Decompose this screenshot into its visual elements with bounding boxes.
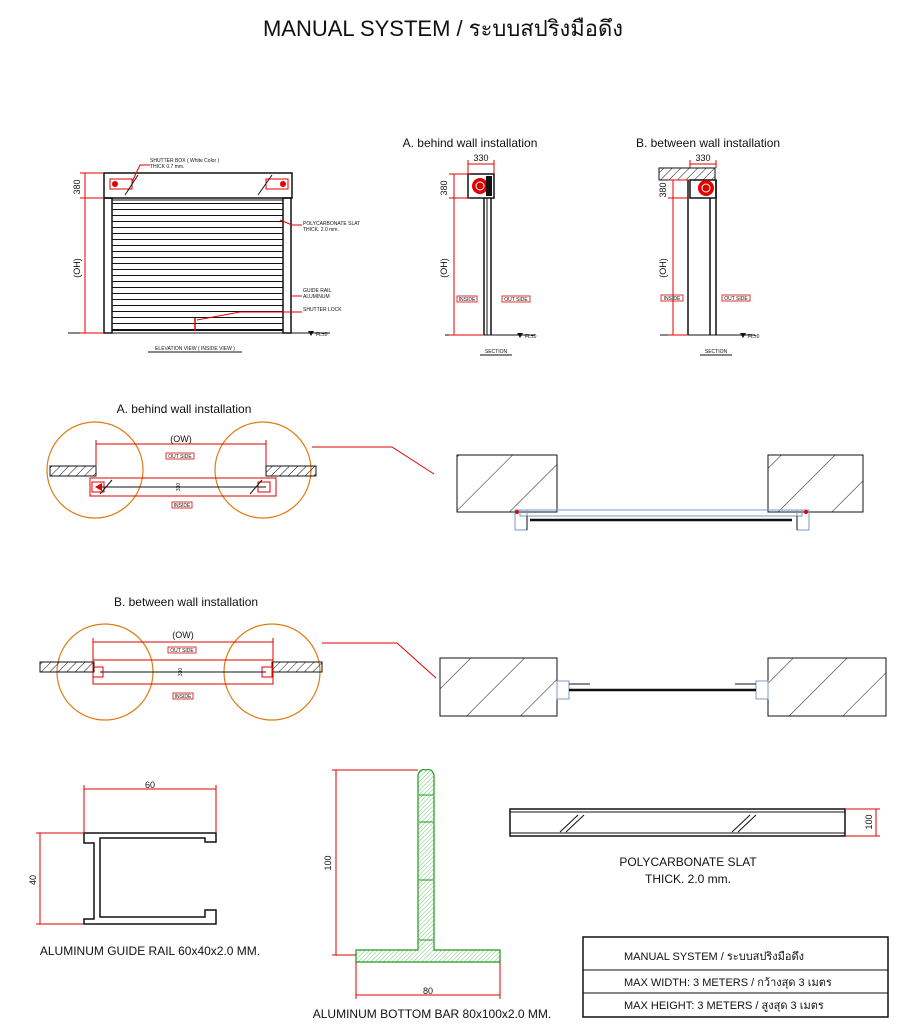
- shutter-box-label: SHUTTER BOX ( White Color ): [150, 158, 220, 164]
- shutter-lock-label: SHUTTER LOCK: [303, 307, 342, 313]
- bottom-bar-dim-80: 80: [423, 986, 433, 996]
- elevation-floor-label: FL±0: [316, 332, 328, 338]
- spec-table: MANUAL SYSTEM / ระบบสปริงมือดึง MAX WIDT…: [582, 936, 889, 1018]
- guide-rail-dim-60: 60: [145, 780, 155, 790]
- plan-b: B. between wall installation (OW) OUT SI…: [39, 595, 887, 721]
- plan-b-heading: B. between wall installation: [114, 595, 258, 609]
- guide-rail-label: GUIDE RAIL: [303, 288, 332, 294]
- section-b-inside: INSIDE: [664, 296, 681, 302]
- plan-b-ow: (OW): [172, 630, 194, 640]
- section-a-outside: OUT SIDE: [504, 297, 528, 303]
- section-b-outside: OUT SIDE: [724, 296, 748, 302]
- section-a-heading: A. behind wall installation: [403, 136, 538, 150]
- section-b-floor: FL±0: [748, 334, 760, 340]
- section-b-dim-330: 330: [695, 153, 710, 163]
- section-a-inside: INSIDE: [459, 297, 476, 303]
- slat-profile: 100 POLYCARBONATE SLAT THICK. 2.0 mm.: [509, 808, 880, 886]
- slat-caption-1: POLYCARBONATE SLAT: [619, 855, 757, 869]
- plan-b-inside: INSIDE: [175, 694, 192, 700]
- guide-rail-dim-40: 40: [28, 875, 38, 885]
- section-a-dim-330: 330: [473, 153, 488, 163]
- bottom-bar-profile: 100 80 ALUMINUM BOTTOM BAR 80x100x2.0 MM…: [313, 768, 552, 1021]
- section-b-dim-380: 380: [658, 182, 668, 197]
- section-b: B. between wall installation FL±0 330 38…: [636, 136, 780, 356]
- elevation-caption: ELEVATION VIEW ( INSIDE VIEW ): [155, 346, 235, 352]
- elevation-view: 380 (OH) SHUTTER BOX ( White Color ) THI…: [68, 158, 360, 353]
- spec-row-height: MAX HEIGHT: 3 METERS / สูงสุด 3 เมตร: [624, 1000, 824, 1012]
- bottom-bar-dim-100: 100: [323, 855, 333, 870]
- spec-row-system: MANUAL SYSTEM / ระบบสปริงมือดึง: [624, 950, 804, 963]
- plan-a-heading: A. behind wall installation: [117, 402, 252, 416]
- spec-row-width: MAX WIDTH: 3 METERS / กว้างสุด 3 เมตร: [624, 977, 832, 989]
- slat-caption-2: THICK. 2.0 mm.: [645, 872, 731, 886]
- plan-b-outside: OUT SIDE: [170, 648, 194, 654]
- elevation-dim-380: 380: [72, 179, 82, 194]
- guide-rail-caption: ALUMINUM GUIDE RAIL 60x40x2.0 MM.: [40, 944, 260, 958]
- slat-thick: THICK. 2.0 mm.: [303, 227, 339, 233]
- shutter-box-thick: THICK 0.7 mm.: [150, 164, 184, 170]
- section-a: A. behind wall installation FL±0 330 380…: [403, 136, 538, 356]
- polycarbonate-slat: [111, 199, 284, 331]
- guide-rail-profile: 60 40 ALUMINUM GUIDE RAIL 60x40x2.0 MM.: [28, 780, 260, 958]
- guide-rail-mat: ALUMINUM: [303, 294, 330, 300]
- section-a-dim-oh: (OH): [439, 258, 449, 278]
- section-a-floor: FL±0: [525, 334, 537, 340]
- plan-a-outside: OUT SIDE: [168, 454, 192, 460]
- plan-a-ow: (OW): [170, 434, 192, 444]
- slat-label: POLYCARBONATE SLAT: [303, 221, 360, 227]
- plan-a-dim-330: 330: [176, 483, 182, 492]
- plan-a: A. behind wall installation (OW) OUT SID…: [46, 402, 864, 531]
- section-b-caption: SECTION: [705, 349, 728, 355]
- slat-dim-100: 100: [864, 814, 874, 829]
- section-a-dim-380: 380: [439, 180, 449, 195]
- section-b-dim-oh: (OH): [658, 258, 668, 278]
- elevation-dim-oh: (OH): [72, 258, 82, 278]
- page-title: MANUAL SYSTEM / ระบบสปริงมือดึง: [263, 16, 623, 41]
- bottom-bar-caption: ALUMINUM BOTTOM BAR 80x100x2.0 MM.: [313, 1007, 552, 1021]
- section-a-caption: SECTION: [485, 349, 508, 355]
- section-b-heading: B. between wall installation: [636, 136, 780, 150]
- plan-b-dim-330: 330: [178, 668, 184, 677]
- plan-a-inside: INSIDE: [174, 503, 191, 509]
